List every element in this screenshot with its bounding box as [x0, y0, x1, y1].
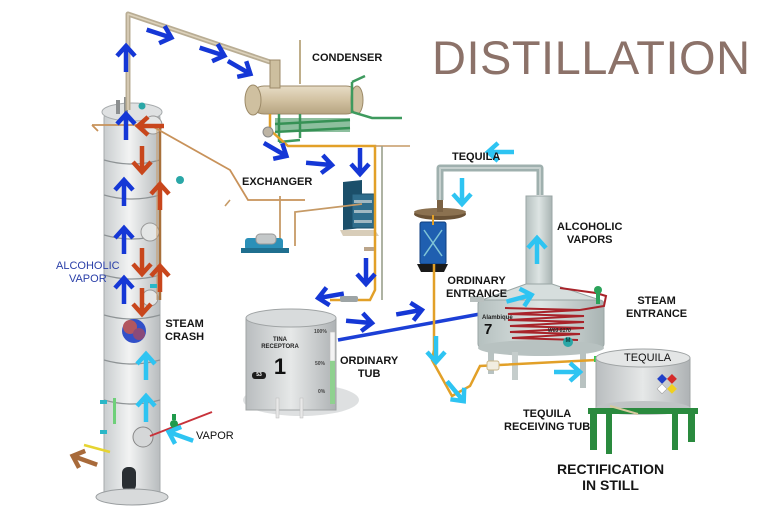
- pump: [241, 233, 289, 253]
- label-condenser: CONDENSER: [312, 52, 383, 64]
- arrow-down-icon: [349, 148, 371, 178]
- label-exchanger: EXCHANGER: [242, 176, 313, 188]
- label-ordinary-tub-line2: TUB: [357, 367, 381, 380]
- arrow-up-icon: [113, 176, 135, 206]
- label-rectification-in-still: RECTIFICATION IN STILL: [557, 461, 664, 493]
- tub-badge: 53: [256, 372, 262, 378]
- arrow-up-icon: [135, 392, 157, 422]
- label-steam-entrance: STEAM ENTRANCE: [626, 295, 687, 320]
- label-alcoholic-vapor-line1: ALCOHOLIC: [56, 260, 120, 272]
- vapor-pipe: [125, 11, 271, 110]
- still-code: W03 0170: [548, 328, 571, 334]
- tub-level-bar: [330, 360, 335, 404]
- arrow-right-icon: [554, 361, 584, 383]
- label-tequila-tank: TEQUILA: [624, 352, 672, 364]
- arrow-up-icon: [115, 42, 137, 72]
- arrow-up-icon: [115, 110, 137, 140]
- label-steam-crash-line2: CRASH: [165, 330, 205, 343]
- label-alcoholic-vapors-line2: VAPORS: [566, 233, 613, 246]
- label-tequila-receiving-tub-line1: TEQUILA: [522, 408, 572, 420]
- tub-name-line1: TINA: [273, 337, 287, 343]
- arrow-right-icon: [505, 286, 535, 308]
- arrow-left-icon: [69, 448, 98, 469]
- still-number: 7: [484, 321, 493, 338]
- arrow-up-icon: [526, 234, 548, 264]
- arrow-left-icon: [165, 424, 194, 445]
- tub-name-line2: RECEPTORA: [261, 343, 299, 350]
- label-rectification-line1: RECTIFICATION: [557, 461, 665, 477]
- tub-number: 1: [273, 354, 287, 379]
- arrow-right-icon: [395, 300, 426, 322]
- label-steam-entrance-line1: STEAM: [637, 295, 676, 307]
- arrow-left-icon: [314, 286, 345, 308]
- tub-scale-0: 0%: [318, 389, 326, 395]
- label-rectification-line2: IN STILL: [582, 477, 639, 494]
- arrow-left-icon: [134, 115, 164, 137]
- arrow-down-icon: [451, 178, 473, 208]
- label-steam-crash: STEAM CRASH: [165, 318, 204, 343]
- arrow-up-icon: [149, 180, 171, 210]
- steam-coil: [504, 287, 608, 341]
- label-ordinary-tub-line1: ORDINARY: [340, 355, 399, 367]
- arrow-down-icon: [131, 288, 153, 318]
- label-ordinary-entrance: ORDINARY ENTRANCE: [446, 275, 507, 300]
- label-alcoholic-vapors-line1: ALCOHOLIC: [557, 221, 623, 233]
- arrow-down-right-icon: [445, 379, 467, 404]
- rectification-column: [83, 97, 305, 506]
- arrow-down-icon: [355, 258, 377, 288]
- arrow-right-icon: [226, 59, 254, 79]
- label-ordinary-entrance-line2: ENTRANCE: [446, 287, 508, 300]
- label-alcoholic-vapor-line2: VAPOR: [68, 272, 107, 285]
- arrow-up-icon: [113, 224, 135, 254]
- arrow-up-icon: [135, 350, 157, 380]
- ordinary-feed-line: [337, 312, 481, 342]
- tub-scale-50: 50%: [315, 361, 326, 367]
- still-name: Alambique: [482, 315, 513, 321]
- exchanger: [224, 144, 410, 302]
- label-vapor: VAPOR: [196, 430, 234, 442]
- label-alcoholic-vapor: ALCOHOLIC VAPOR: [56, 260, 120, 285]
- arrow-left-icon: [484, 141, 514, 163]
- arrow-down-icon: [425, 336, 447, 366]
- arrow-right-icon: [345, 311, 376, 333]
- label-steam-crash-line1: STEAM: [165, 318, 204, 330]
- still-motor-badge: M: [565, 338, 571, 344]
- steam-crash-unit: [122, 319, 146, 343]
- flow-arrows: [69, 24, 584, 469]
- arrow-right-icon: [198, 42, 228, 64]
- diagram-title: DISTILLATION: [432, 31, 751, 84]
- arrow-down-icon: [131, 248, 153, 278]
- tub-name: TINA RECEPTORA: [254, 337, 306, 350]
- arrow-up-icon: [113, 274, 135, 304]
- label-alcoholic-vapors: ALCOHOLIC VAPORS: [557, 221, 622, 246]
- tequila-tank: [588, 348, 698, 454]
- still: [436, 164, 608, 388]
- label-ordinary-tub: ORDINARY TUB: [340, 355, 398, 380]
- tub-scale-100: 100%: [314, 329, 327, 335]
- arrow-right-icon: [305, 153, 336, 175]
- arrow-right-icon: [145, 24, 175, 46]
- ordinary-tub: [243, 308, 359, 419]
- arrow-right-icon: [262, 141, 290, 161]
- arrow-down-icon: [131, 146, 153, 176]
- condenser: [244, 40, 402, 148]
- label-tequila-receiving-tub-line2: RECEIVING TUB: [504, 420, 591, 433]
- label-tequila-top: TEQUILA: [452, 151, 501, 163]
- label-steam-entrance-line2: ENTRANCE: [626, 307, 688, 320]
- arrow-up-icon: [149, 262, 171, 292]
- label-ordinary-entrance-line1: ORDINARY: [447, 275, 506, 287]
- label-tequila-receiving-tub: TEQUILA RECEIVING TUB: [504, 408, 590, 433]
